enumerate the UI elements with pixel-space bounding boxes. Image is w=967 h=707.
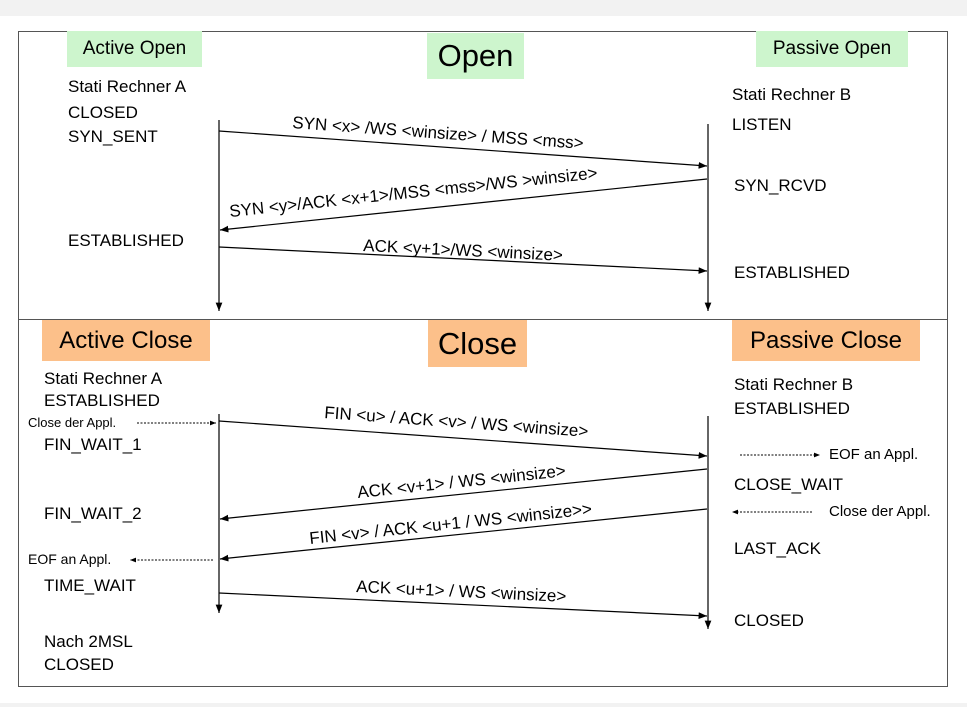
msg-syn-ack: SYN <y>/ACK <x+1>/MSS <mss>/WS >winsize> [228,163,598,221]
arrow-fin [218,420,708,459]
arrow-fin-b [219,508,708,562]
state-established-b: ESTABLISHED [734,263,850,282]
close-appl-b-label: Close der Appl. [829,503,931,520]
msg-fin: FIN <u> / ACK <v> / WS <winsize> [324,403,589,441]
msg-fin-b: FIN <v> / ACK <u+1 / WS <winsize>> [308,499,592,548]
open-title: Open [427,33,524,79]
state-close-wait: CLOSE_WAIT [734,475,843,494]
arrow-ack-u1 [218,592,708,619]
state-last-ack: LAST_ACK [734,539,821,558]
arrow-ack-open [218,246,708,274]
host-a-states-heading-close: Stati Rechner A [44,369,163,388]
host-b-states-heading-close: Stati Rechner B [734,375,854,394]
close-title: Close [428,320,527,367]
state-closed-a-close: CLOSED [44,655,114,674]
arrow-ack-v1 [219,468,708,522]
msg-ack-u1: ACK <u+1> / WS <winsize> [356,577,567,606]
state-fin-wait-1: FIN_WAIT_1 [44,435,142,454]
state-established-a: ESTABLISHED [68,231,184,250]
state-fin-wait-2: FIN_WAIT_2 [44,504,142,523]
state-established-a-close: ESTABLISHED [44,391,160,410]
host-a-states-heading: Stati Rechner A [68,77,187,96]
msg-ack-v1: ACK <v+1> / WS <winsize> [356,461,566,502]
passive-open-label: Passive Open [756,31,908,67]
diagram-frame [18,31,948,687]
eof-appl-a-label: EOF an Appl. [28,551,112,567]
nach-2msl-label: Nach 2MSL [44,632,133,651]
state-syn-sent: SYN_SENT [68,127,158,146]
top-strip [0,0,967,16]
eof-appl-b-label: EOF an Appl. [829,446,919,463]
state-time-wait: TIME_WAIT [44,576,136,595]
state-closed-b-close: CLOSED [734,611,804,630]
state-established-b-close: ESTABLISHED [734,399,850,418]
active-open-label: Active Open [67,31,202,67]
msg-ack-open: ACK <y+1>/WS <winsize> [363,236,564,265]
state-listen: LISTEN [732,115,792,134]
host-b-states-heading: Stati Rechner B [732,85,852,104]
state-syn-rcvd: SYN_RCVD [734,176,827,195]
state-closed: CLOSED [68,103,138,122]
close-appl-a-label: Close der Appl. [28,415,117,430]
passive-close-label: Passive Close [732,320,920,361]
arrow-syn [218,130,708,169]
arrow-syn-ack [219,178,708,233]
section-divider [18,319,948,320]
active-close-label: Active Close [42,320,210,361]
